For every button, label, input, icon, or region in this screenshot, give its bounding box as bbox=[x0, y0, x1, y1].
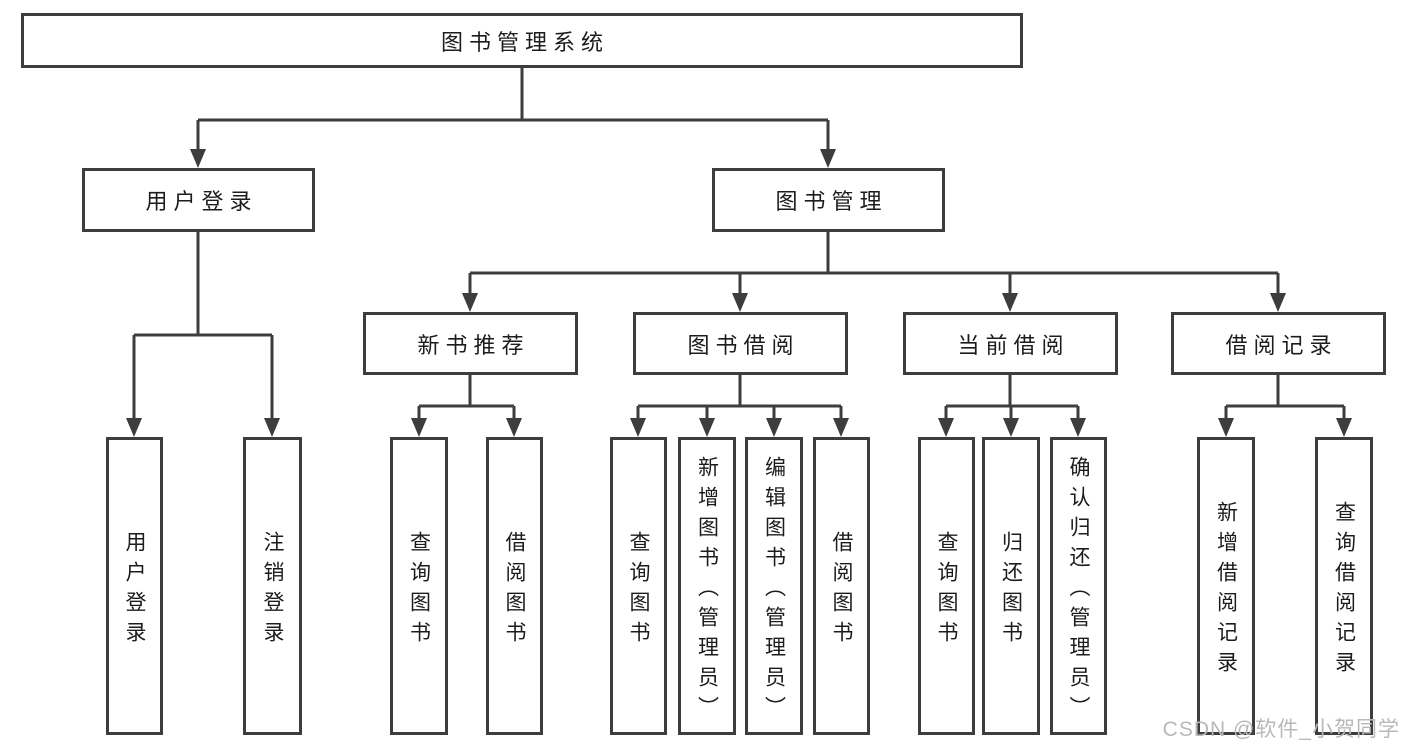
arrowhead-down-icon bbox=[732, 293, 748, 312]
arrowhead-down-icon bbox=[699, 418, 715, 437]
arrowhead-down-icon bbox=[1003, 418, 1019, 437]
arrowhead-down-icon bbox=[766, 418, 782, 437]
node-user-login: 用户登录 bbox=[82, 168, 315, 232]
node-book-borrow: 图书借阅 bbox=[633, 312, 848, 375]
connector-book-borrow-branch bbox=[630, 375, 849, 437]
node-borrow-records: 借阅记录 bbox=[1171, 312, 1386, 375]
node-root-library-system: 图书管理系统 bbox=[21, 13, 1023, 68]
arrowhead-down-icon bbox=[1070, 418, 1086, 437]
arrowhead-down-icon bbox=[264, 418, 280, 437]
node-new-book-recommend: 新书推荐 bbox=[363, 312, 578, 375]
connector-borrow-records-branch bbox=[1218, 375, 1352, 437]
connector-book-management-branch bbox=[462, 232, 1286, 312]
leaf-confirm-return-admin: 确认归还（管理员） bbox=[1050, 437, 1107, 735]
arrowhead-down-icon bbox=[1270, 293, 1286, 312]
node-current-borrow: 当前借阅 bbox=[903, 312, 1118, 375]
arrowhead-down-icon bbox=[411, 418, 427, 437]
arrowhead-down-icon bbox=[820, 149, 836, 168]
arrowhead-down-icon bbox=[462, 293, 478, 312]
connector-user-login-branch bbox=[126, 232, 280, 437]
leaf-return-book: 归还图书 bbox=[982, 437, 1040, 735]
arrowhead-down-icon bbox=[630, 418, 646, 437]
watermark: CSDN @软件_小贺同学 bbox=[1162, 718, 1400, 741]
arrowhead-down-icon bbox=[833, 418, 849, 437]
leaf-query-books-recommend: 查询图书 bbox=[390, 437, 448, 735]
connector-root-to-level2 bbox=[190, 68, 836, 168]
leaf-add-borrow-record: 新增借阅记录 bbox=[1197, 437, 1255, 735]
arrowhead-down-icon bbox=[1002, 293, 1018, 312]
arrowhead-down-icon bbox=[190, 149, 206, 168]
arrowhead-down-icon bbox=[506, 418, 522, 437]
leaf-edit-book-admin: 编辑图书（管理员） bbox=[745, 437, 803, 735]
node-book-management: 图书管理 bbox=[712, 168, 945, 232]
leaf-logout: 注销登录 bbox=[243, 437, 302, 735]
arrowhead-down-icon bbox=[938, 418, 954, 437]
arrowhead-down-icon bbox=[126, 418, 142, 437]
connector-current-borrow-branch bbox=[938, 375, 1086, 437]
leaf-query-borrow-record: 查询借阅记录 bbox=[1315, 437, 1373, 735]
connector-new-book-branch bbox=[411, 375, 522, 437]
arrowhead-down-icon bbox=[1336, 418, 1352, 437]
leaf-borrow-books-recommend: 借阅图书 bbox=[486, 437, 543, 735]
leaf-query-books-borrow: 查询图书 bbox=[610, 437, 667, 735]
leaf-user-login: 用户登录 bbox=[106, 437, 163, 735]
arrowhead-down-icon bbox=[1218, 418, 1234, 437]
leaf-query-books-current: 查询图书 bbox=[918, 437, 975, 735]
leaf-borrow-books: 借阅图书 bbox=[813, 437, 870, 735]
leaf-add-book-admin: 新增图书（管理员） bbox=[678, 437, 736, 735]
